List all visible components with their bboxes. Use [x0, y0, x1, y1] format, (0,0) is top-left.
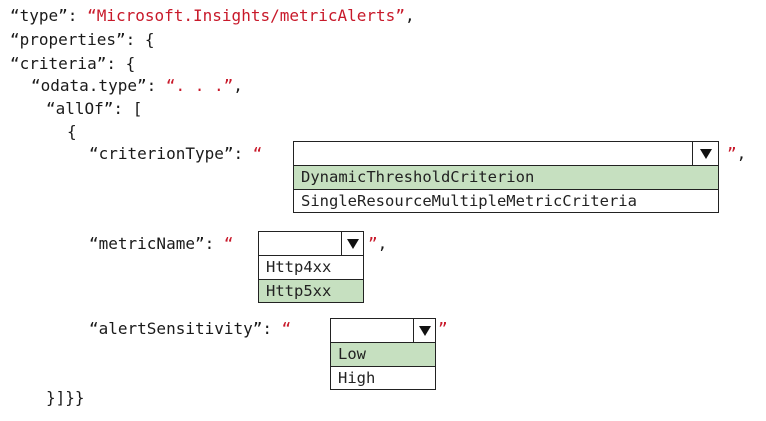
code-line-criteria: “criteria”: { [10, 54, 136, 73]
option-dynamic-threshold-criterion[interactable]: DynamicThresholdCriterion [294, 166, 718, 189]
option-single-resource-multiple-metric-criteria[interactable]: SingleResourceMultipleMetricCriteria [294, 189, 718, 212]
criterion-key: “criterionType”: [89, 144, 253, 163]
sensitivity-key: “alertSensitivity”: [89, 319, 282, 338]
code-line-open-brace: { [67, 122, 77, 141]
criterion-type-dropdown[interactable]: DynamicThresholdCriterion SingleResource… [293, 141, 719, 215]
odata-value: “. . .” [165, 76, 234, 95]
option-http4xx[interactable]: Http4xx [266, 258, 332, 276]
option-high[interactable]: High [331, 366, 435, 389]
metric-name-selected [259, 232, 266, 255]
metric-key: “metricName”: [89, 234, 224, 253]
code-line-properties: “properties”: { [10, 30, 155, 49]
triangle-down-icon[interactable] [692, 142, 718, 165]
alert-sensitivity-selected [331, 319, 338, 342]
metric-name-select[interactable] [258, 231, 364, 256]
alert-sensitivity-dropdown[interactable]: Low High [330, 318, 436, 392]
metric-name-dropdown[interactable]: Http4xx Http5xx [258, 231, 364, 305]
triangle-down-icon[interactable] [413, 319, 435, 342]
odata-comma: , [233, 76, 243, 95]
criterion-comma: , [736, 144, 747, 163]
criterion-type-selected [294, 142, 301, 165]
metric-close: ”, [368, 233, 387, 255]
code-line-allof: “allOf”: [ [46, 99, 143, 118]
metric-name-options: Http4xx Http5xx [258, 255, 364, 303]
type-key: “type”: [10, 6, 88, 25]
sensitivity-close-quote: ” [438, 319, 448, 338]
criterion-open-quote: “ [252, 144, 263, 163]
code-line-type: “type”: “Microsoft.Insights/metricAlerts… [10, 5, 415, 27]
metric-comma: , [377, 234, 388, 253]
code-line-alert-sensitivity: “alertSensitivity”: “ [89, 318, 291, 340]
sensitivity-open-quote: “ [281, 319, 292, 338]
code-line-metric-name: “metricName”: “ [89, 233, 234, 255]
code-line-criterion-type: “criterionType”: “ [89, 143, 262, 165]
code-line-closing: }]}} [46, 388, 85, 407]
triangle-down-icon[interactable] [341, 232, 363, 255]
criterion-close: ”, [727, 143, 746, 165]
criterion-type-options: DynamicThresholdCriterion SingleResource… [293, 165, 719, 213]
type-comma: , [404, 6, 415, 25]
metric-open-quote: “ [223, 234, 234, 253]
type-value: “Microsoft.Insights/metricAlerts” [87, 6, 405, 25]
odata-key: “odata.type”: [31, 76, 166, 95]
criterion-close-quote: ” [727, 144, 737, 163]
code-line-odata-type: “odata.type”: “. . .”, [31, 75, 243, 97]
sensitivity-close: ” [438, 318, 448, 340]
option-low[interactable]: Low [331, 343, 435, 366]
alert-sensitivity-options: Low High [330, 342, 436, 390]
criterion-type-select[interactable] [293, 141, 719, 166]
alert-sensitivity-select[interactable] [330, 318, 436, 343]
metric-close-quote: ” [368, 234, 378, 253]
option-http5xx[interactable]: Http5xx [259, 279, 363, 302]
